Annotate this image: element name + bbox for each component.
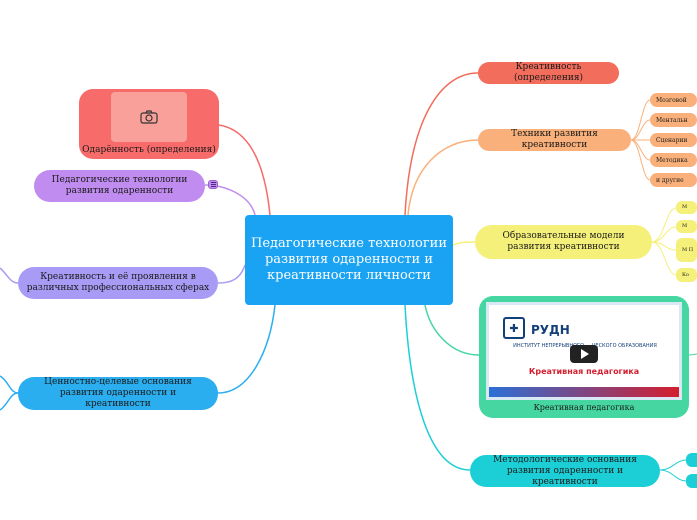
link-value-bases	[217, 304, 276, 394]
camera-icon	[140, 110, 158, 124]
link-prof-spheres	[217, 264, 246, 284]
link-creativity-def	[404, 72, 479, 216]
node-video[interactable]: ✚ РУДН ИНСТИТУТ НЕПРЕРЫВНОГО ... ЧЕСКОГО…	[479, 296, 689, 418]
link-video	[424, 304, 480, 356]
technique-child[interactable]: Ментальн	[650, 113, 697, 127]
technique-child[interactable]: Сценарии	[650, 133, 697, 147]
node-ped-tech[interactable]: Педагогические технологии развития одаре…	[34, 170, 205, 202]
collapse-toggle-icon[interactable]	[208, 180, 218, 189]
node-method-bases-label: Методологические основания развития одар…	[493, 454, 637, 487]
node-giftedness-label: Одарённость (определения)	[82, 145, 216, 155]
node-value-bases[interactable]: Ценностно-целевые основания развития ода…	[18, 377, 218, 410]
node-giftedness[interactable]: Одарённость (определения)	[79, 89, 219, 159]
method-child[interactable]	[686, 474, 697, 488]
technique-child[interactable]: Методика	[650, 153, 697, 167]
link-left-offscreen-3	[0, 392, 19, 411]
link-techniques	[407, 139, 479, 216]
link-left-offscreen-2	[0, 375, 19, 394]
link-left-offscreen-1	[0, 267, 19, 284]
central-topic[interactable]: Педагогические технологии развития одаре…	[245, 215, 453, 305]
node-prof-spheres[interactable]: Креативность и её проявления в различных…	[18, 267, 218, 299]
model-child[interactable]: М	[676, 220, 697, 233]
link-models	[452, 241, 476, 246]
node-creativity-def-label: Креативность (определения)	[513, 62, 584, 83]
play-icon[interactable]	[570, 345, 598, 363]
node-prof-spheres-label: Креативность и её проявления в различных…	[26, 272, 210, 293]
method-child[interactable]	[686, 453, 697, 467]
node-ped-tech-label: Педагогические технологии развития одаре…	[51, 175, 188, 196]
node-method-bases[interactable]: Методологические основания развития одар…	[470, 455, 660, 487]
node-value-bases-label: Ценностно-целевые основания развития ода…	[44, 377, 192, 409]
node-video-label: Креативная педагогика	[533, 403, 635, 412]
node-models-label: Образовательные модели развития креативн…	[502, 231, 625, 252]
link-method-bases	[404, 304, 471, 471]
model-child[interactable]: Ко	[676, 268, 697, 282]
node-techniques-label: Техники развития креативности	[511, 129, 598, 150]
central-topic-label: Педагогические технологии развития одаре…	[251, 236, 448, 283]
image-placeholder	[111, 92, 187, 142]
link-giftedness	[218, 124, 271, 216]
model-child[interactable]: М П	[676, 238, 697, 262]
video-stripe	[489, 387, 679, 397]
technique-child[interactable]: Мозговой	[650, 93, 697, 107]
node-creativity-def[interactable]: Креативность (определения)	[478, 62, 619, 84]
node-techniques[interactable]: Техники развития креативности	[478, 129, 631, 151]
node-models[interactable]: Образовательные модели развития креативн…	[475, 225, 652, 259]
video-logo-text: РУДН	[531, 323, 570, 337]
link-ped-tech	[204, 184, 256, 216]
university-logo-icon: ✚	[503, 317, 525, 339]
technique-child[interactable]: и другие	[650, 173, 697, 187]
video-banner: Креативная педагогика	[489, 363, 679, 379]
model-child[interactable]: М	[676, 201, 697, 214]
video-thumbnail[interactable]: ✚ РУДН ИНСТИТУТ НЕПРЕРЫВНОГО ... ЧЕСКОГО…	[486, 302, 682, 400]
